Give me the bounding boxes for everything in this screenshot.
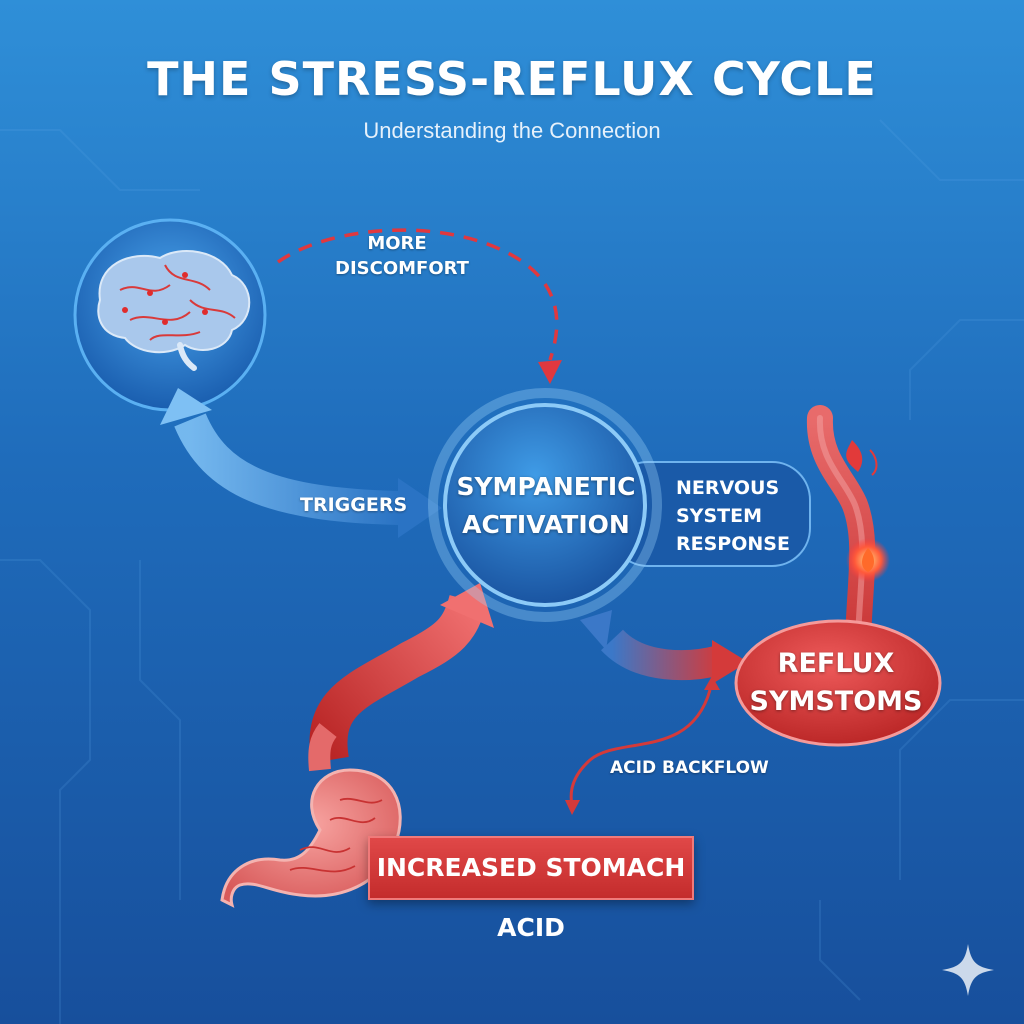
acid-backflow-label: ACID BACKFLOW [610,758,769,778]
page-subtitle: Understanding the Connection [363,118,661,143]
circuit-pattern [0,119,1024,1024]
center-reflux-arrow [580,610,748,684]
nervous-line2: SYSTEM [676,505,762,527]
brain-node [73,218,267,412]
reflux-label: REFLUX SYMSTOMS [736,645,936,721]
reflux-line2: SYMSTOMS [749,686,923,717]
page-title: THE STRESS-REFLUX CYCLE [147,52,877,106]
stomach-icon [220,723,402,908]
more-discomfort-line2: DISCOMFORT [335,258,469,279]
stomach-acid-box: INCREASED STOMACH ACID [368,836,694,942]
sympathetic-label: SYMPANETIC ACTIVATION [446,468,646,544]
stomach-to-center-arrow [309,583,494,764]
sympathetic-node [428,388,662,622]
nervous-line3: RESPONSE [676,533,790,555]
nervous-line1: NERVOUS [676,477,780,499]
flame-icon [846,440,890,582]
reflux-line1: REFLUX [777,648,895,679]
stomach-acid-label: INCREASED STOMACH ACID [376,853,686,942]
acid-backflow-arrow [565,676,720,815]
sympathetic-line1: SYMPANETIC [456,472,636,501]
more-discomfort-line1: MORE [367,233,427,254]
reflux-node [734,619,942,747]
triggers-label: TRIGGERS [300,494,408,516]
sympathetic-line2: ACTIVATION [462,510,630,539]
nervous-system-label: NERVOUS SYSTEM RESPONSE [676,474,790,558]
more-discomfort-label: MORE [367,230,427,258]
sparkle-icon [942,944,994,996]
brain-icon [97,250,251,371]
esophagus-icon [806,405,876,653]
more-discomfort-arrow [276,228,562,384]
triggers-arrow [160,388,442,538]
